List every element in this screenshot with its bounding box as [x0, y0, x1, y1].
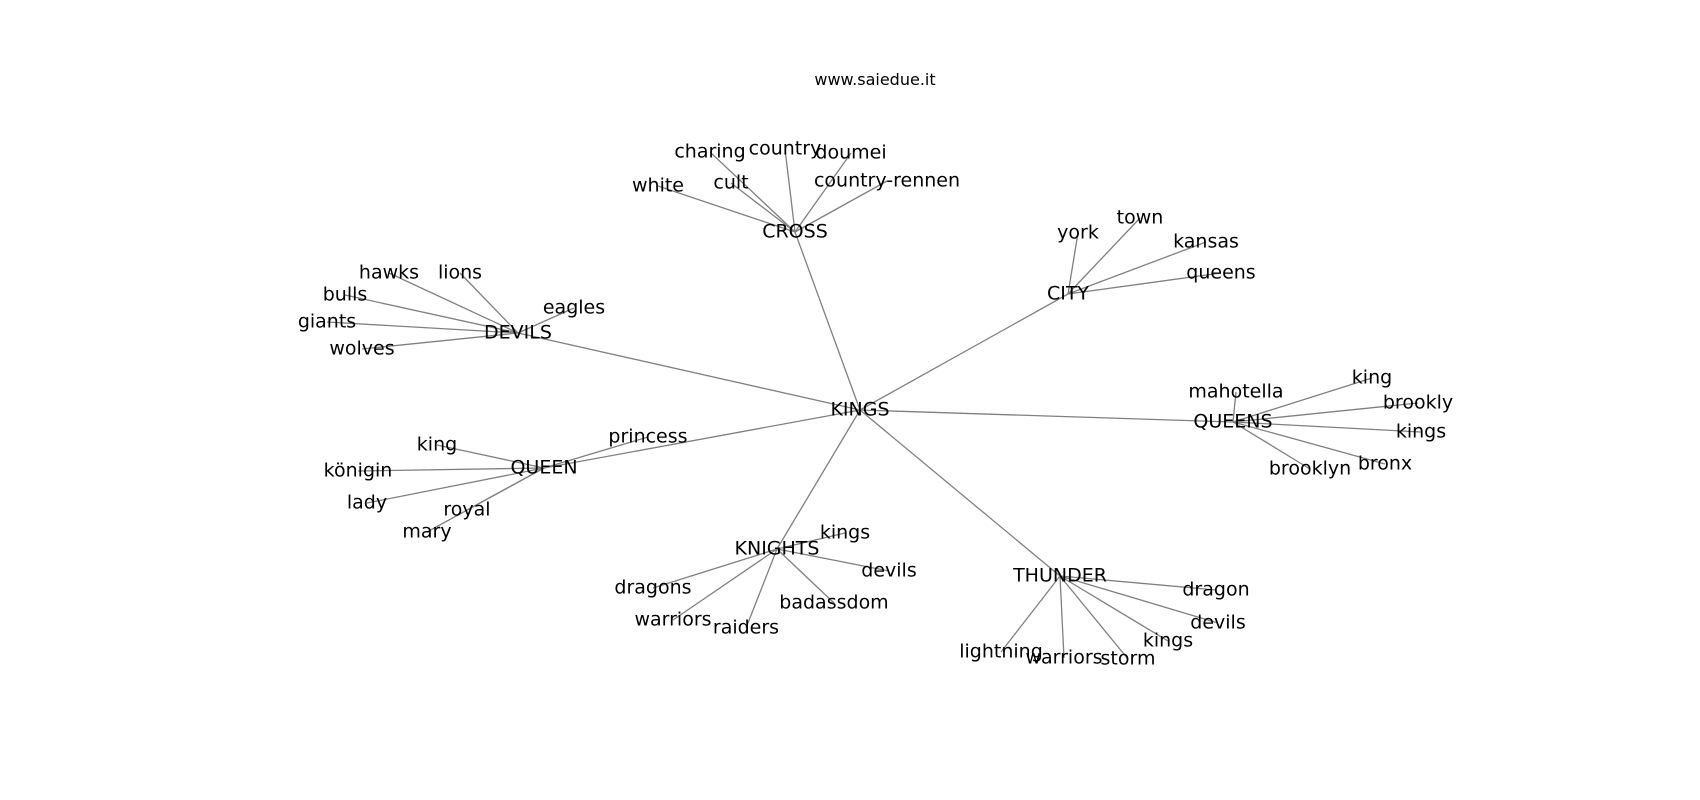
edge-queen-queen-lady — [366, 467, 545, 504]
edge-knights-knights-badassdom — [776, 548, 835, 604]
edge-queens-queens-kings — [1232, 421, 1422, 433]
edge-queens-queens-brooklyn — [1232, 421, 1311, 470]
edge-devils-devils-lions — [459, 272, 519, 334]
hub-node-devils: DEVILS — [484, 322, 552, 344]
leaf-node-thunder-kings: kings — [1143, 630, 1193, 652]
leaf-node-queen-king: king — [417, 434, 457, 456]
leaf-node-city-queens: queens — [1186, 262, 1255, 284]
edge-queens-queens-mahotella — [1232, 391, 1237, 423]
leaf-node-cross-doumei: doumei — [815, 142, 886, 164]
edge-kings-knights — [776, 409, 861, 550]
edge-queens-queens-brookly — [1232, 402, 1419, 423]
leaf-node-queen-lady: lady — [347, 492, 387, 514]
leaf-node-devils-wolves: wolves — [329, 338, 394, 360]
leaf-node-thunder-devils: devils — [1190, 612, 1245, 634]
leaf-node-devils-lions: lions — [438, 262, 482, 284]
edge-queen-queen-princess — [543, 436, 649, 469]
edge-cross-cross-country — [784, 148, 796, 233]
edge-thunder-thunder-devils — [1059, 575, 1219, 624]
edge-thunder-thunder-dragon — [1059, 575, 1217, 591]
leaf-node-devils-eagles: eagles — [543, 297, 605, 319]
leaf-node-knights-warriors: warriors — [634, 609, 711, 631]
edge-thunder-thunder-kings — [1059, 575, 1169, 642]
leaf-node-knights-devils: devils — [861, 560, 916, 582]
page-title: www.saiedue.it — [814, 70, 936, 89]
leaf-node-devils-bulls: bulls — [323, 284, 368, 306]
edge-queens-queens-bronx — [1232, 421, 1386, 465]
leaf-node-queens-mahotella: mahotella — [1188, 381, 1283, 403]
leaf-node-cross-charing: charing — [674, 141, 745, 163]
leaf-node-queen-princess: princess — [608, 426, 687, 448]
edge-cross-cross-charing — [709, 151, 796, 233]
leaf-node-cross-country: country — [749, 138, 822, 160]
leaf-node-devils-hawks: hawks — [359, 262, 419, 284]
leaf-node-knights-dragons: dragons — [614, 577, 691, 599]
edge-city-city-york — [1067, 232, 1079, 295]
hub-node-cross: CROSS — [762, 221, 828, 243]
leaf-node-knights-raiders: raiders — [713, 617, 779, 639]
edge-city-city-queens — [1067, 272, 1222, 295]
leaf-node-queen-mary: mary — [402, 521, 451, 543]
edge-city-city-town — [1067, 217, 1141, 295]
edge-cross-cross-cult — [730, 182, 796, 233]
edge-kings-city — [859, 293, 1069, 411]
leaf-node-queens-king: king — [1352, 367, 1392, 389]
edge-knights-knights-devils — [776, 548, 890, 572]
leaf-node-city-town: town — [1117, 207, 1164, 229]
leaf-node-cross-country-rennen: country-rennen — [814, 170, 960, 192]
edge-queens-queens-king — [1232, 377, 1373, 423]
edge-kings-queens — [859, 409, 1234, 423]
leaf-node-thunder-storm: storm — [1101, 648, 1156, 670]
hub-node-thunder: THUNDER — [1012, 565, 1107, 587]
leaf-node-knights-kings: kings — [820, 522, 870, 544]
edge-thunder-thunder-storm — [1059, 575, 1129, 660]
edge-queen-queen-konigin — [357, 467, 545, 472]
leaf-node-queens-kings: kings — [1396, 421, 1446, 443]
edges-layer — [326, 148, 1422, 660]
leaf-node-thunder-warriors: warriors — [1025, 647, 1102, 669]
hub-node-knights: KNIGHTS — [735, 538, 820, 560]
edge-knights-knights-raiders — [745, 548, 778, 629]
edge-knights-knights-warriors — [672, 548, 778, 621]
leaf-node-city-kansas: kansas — [1173, 231, 1239, 253]
edge-cross-cross-doumei — [794, 152, 852, 233]
hub-node-city: CITY — [1047, 283, 1089, 305]
leaf-node-queen-royal: royal — [443, 499, 490, 521]
leaf-node-thunder-lightning: lightning — [959, 641, 1043, 663]
edge-kings-devils — [517, 332, 861, 411]
hub-node-queens: QUEENS — [1193, 411, 1272, 433]
leaf-node-city-york: york — [1057, 222, 1099, 244]
edge-queen-queen-mary — [426, 467, 545, 533]
leaf-node-queen-konigin: königin — [324, 460, 393, 482]
edge-knights-knights-kings — [776, 532, 846, 550]
edge-kings-queen — [543, 409, 861, 469]
edge-kings-thunder — [859, 409, 1061, 577]
edge-devils-devils-hawks — [388, 272, 519, 334]
leaf-node-thunder-dragon: dragon — [1182, 579, 1249, 601]
nodes-layer: KINGS CROSS CITY DEVILS QUEENS QUEEN KNIGHTS TH… — [298, 138, 1453, 670]
edge-devils-devils-eagles — [517, 307, 575, 334]
edge-devils-devils-bulls — [344, 294, 519, 334]
edge-thunder-thunder-lightning — [1000, 575, 1061, 653]
leaf-node-devils-giants: giants — [298, 311, 356, 333]
hub-node-kings: KINGS — [830, 399, 889, 421]
edge-city-city-kansas — [1067, 241, 1207, 295]
edge-knights-knights-dragons — [652, 548, 778, 589]
edge-devils-devils-wolves — [361, 332, 519, 350]
edge-queen-queen-king — [436, 444, 545, 469]
edge-cross-cross-country-rennen — [794, 180, 888, 233]
edge-thunder-thunder-warriors — [1059, 575, 1065, 659]
edge-devils-devils-giants — [326, 321, 519, 334]
edge-cross-cross-white — [657, 185, 796, 233]
hub-node-queen: QUEEN — [510, 457, 577, 479]
edge-kings-cross — [794, 231, 861, 411]
leaf-node-queens-bronx: bronx — [1358, 453, 1412, 475]
leaf-node-knights-badassdom: badassdom — [779, 592, 888, 614]
leaf-node-queens-brooklyn: brooklyn — [1269, 458, 1351, 480]
leaf-node-cross-cult: cult — [713, 172, 748, 194]
leaf-node-cross-white: white — [632, 175, 684, 197]
leaf-node-queens-brookly: brookly — [1383, 392, 1453, 414]
